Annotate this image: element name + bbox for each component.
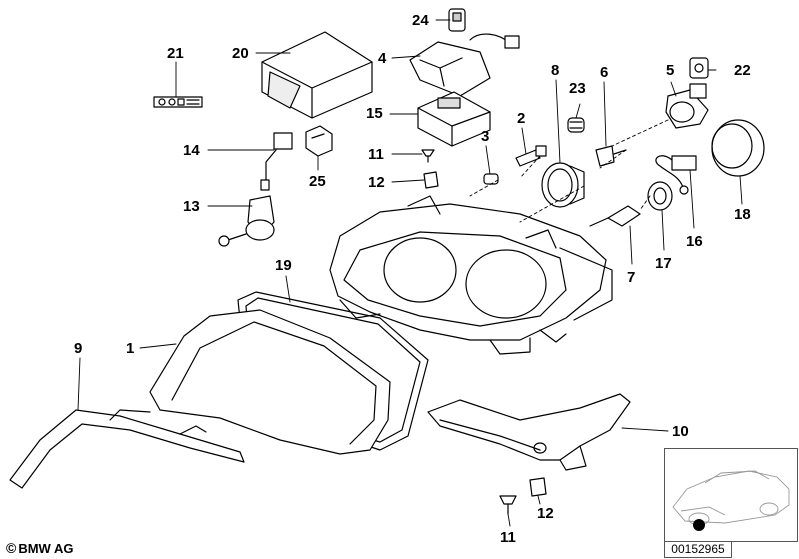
part-1-lens <box>149 309 391 455</box>
vehicle-thumbnail <box>664 448 798 542</box>
label-part-10: 10 <box>672 423 689 440</box>
label-part-19: 19 <box>275 257 292 274</box>
label-part-18: 18 <box>734 206 751 223</box>
label-part-11-lower: 11 <box>500 529 516 546</box>
part-20-box <box>261 31 373 119</box>
part-2-bulb <box>515 145 547 167</box>
part-6-bulb <box>595 145 627 167</box>
label-part-8: 8 <box>551 62 560 79</box>
part-15-ballast <box>417 91 491 147</box>
label-part-3: 3 <box>481 128 490 145</box>
part-16-harness <box>655 155 697 195</box>
label-part-20: 20 <box>232 45 249 62</box>
leader-lines <box>77 19 743 527</box>
document-id: 00152965 <box>664 541 732 558</box>
label-part-4: 4 <box>378 50 387 67</box>
part-12-clip-lower <box>529 477 547 497</box>
label-part-7: 7 <box>627 269 636 286</box>
part-21-label <box>153 96 203 108</box>
label-part-2: 2 <box>517 110 526 127</box>
label-part-9: 9 <box>74 340 83 357</box>
part-7-bulb <box>589 205 641 227</box>
label-part-22: 22 <box>734 62 751 79</box>
label-part-14: 14 <box>183 142 200 159</box>
label-part-24: 24 <box>412 12 429 29</box>
label-part-12-upper: 12 <box>368 174 385 191</box>
part-22-connector <box>689 57 709 79</box>
part-23-bulb <box>567 117 585 133</box>
assembly-lines <box>469 119 669 223</box>
label-part-5: 5 <box>666 62 675 79</box>
part-11-screw-lower <box>499 495 517 515</box>
headlight-housing <box>329 195 613 355</box>
part-24-connector <box>448 8 466 32</box>
label-part-25: 25 <box>309 173 326 190</box>
part-4-bracket <box>409 33 520 97</box>
copyright-text: BMW AG <box>18 541 74 556</box>
label-part-17: 17 <box>655 255 672 272</box>
label-part-12-lower: 12 <box>537 505 554 522</box>
part-5-holder <box>665 83 709 129</box>
label-part-21: 21 <box>167 45 184 62</box>
part-17-cap <box>647 181 673 211</box>
part-12-clip-upper <box>423 171 439 189</box>
label-part-23: 23 <box>569 80 586 97</box>
part-18-cover <box>711 119 765 177</box>
copyright-symbol: © <box>6 540 17 556</box>
part-11-screw-upper <box>421 149 435 163</box>
label-part-16: 16 <box>686 233 703 250</box>
part-25-connector <box>305 125 333 157</box>
car-outline-icon <box>672 470 790 531</box>
label-part-15: 15 <box>366 105 383 122</box>
copyright: ©BMW AG <box>6 540 73 556</box>
label-part-6: 6 <box>600 64 609 81</box>
label-part-11-upper: 11 <box>368 146 384 163</box>
part-9-trim <box>9 409 245 489</box>
part-13-lamp-socket <box>218 195 275 247</box>
label-part-13: 13 <box>183 198 200 215</box>
part-14-plug <box>260 132 293 191</box>
part-10-bracket <box>427 393 631 471</box>
part-3-bulb <box>483 173 499 185</box>
part-8-cap <box>541 162 585 208</box>
label-part-1: 1 <box>126 340 135 357</box>
